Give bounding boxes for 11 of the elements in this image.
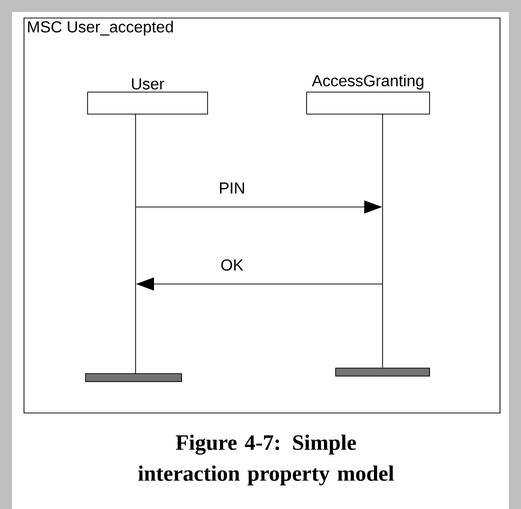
instance-head: AccessGranting [306, 74, 430, 114]
instance-head: User [87, 78, 208, 114]
message-label: PIN [220, 182, 244, 194]
lifeline [382, 114, 383, 368]
instance-end-bar [85, 373, 182, 382]
instance-end-bar [335, 368, 430, 376]
node-label: AccessGranting [312, 74, 424, 90]
node-label: User [132, 78, 164, 90]
lifeline [135, 114, 136, 374]
message-label: OK [221, 259, 244, 271]
caption: Figure 4-7: Simple interaction property model [138, 434, 394, 486]
